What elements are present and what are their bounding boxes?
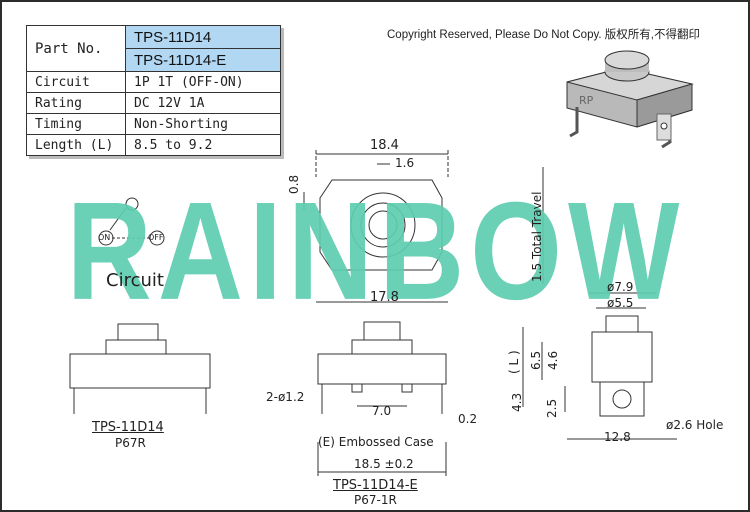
embossed-note: (E) Embossed Case (318, 435, 434, 449)
table-row: Circuit 1P 1T (OFF-ON) (26, 71, 281, 93)
top-height-dim: 0.8 (287, 174, 301, 194)
circuit-label: Circuit (106, 270, 164, 291)
table-row: Length (L) 8.5 to 9.2 (26, 134, 281, 156)
hole-dim: 2-ø1.2 (266, 390, 305, 404)
pitch-dim: 7.0 (372, 404, 392, 418)
body-width-dim: 17.8 (370, 290, 399, 305)
h3-dim: 4.3 (510, 392, 524, 412)
row-value: Non-Shorting (125, 113, 281, 135)
inner-dia-dim: ø5.5 (607, 296, 634, 310)
table-row: Timing Non-Shorting (26, 113, 281, 135)
left-side-view (69, 323, 211, 414)
side-width-dim: 12.8 (604, 430, 631, 444)
row-label: Timing (26, 113, 126, 135)
left-model: TPS-11D14 (92, 420, 164, 435)
row-label: Circuit (26, 71, 126, 93)
product-photo (566, 50, 694, 149)
h1-dim: 6.5 (529, 350, 543, 370)
rainbow-watermark: RAINBOW (66, 173, 686, 330)
copyright-notice: Copyright Reserved, Please Do Not Copy. … (387, 29, 700, 41)
top-offset-dim: 1.6 (395, 156, 415, 170)
left-code: P67R (115, 436, 146, 450)
outer-dia-dim: ø7.9 (607, 280, 634, 294)
row-value: 8.5 to 9.2 (125, 134, 281, 156)
photo-marking: RP (579, 94, 594, 107)
h2-dim: 4.6 (546, 350, 560, 370)
middle-model: TPS-11D14-E (333, 478, 418, 493)
right-side-view (522, 292, 677, 440)
overall-dim: 18.5 ±0.2 (354, 457, 414, 471)
circuit-symbol (98, 197, 165, 246)
part-number-2: TPS-11D14-E (125, 48, 281, 72)
top-width-dim: 18.4 (370, 138, 399, 153)
length-dim: ( L ) (507, 350, 521, 374)
hole-note: ø2.6 Hole (666, 418, 724, 432)
row-label: Length (L) (26, 134, 126, 156)
part-no-label: Part No. (26, 25, 126, 72)
table-row: TPS-11D14-E (27, 48, 281, 72)
total-travel-dim: 1.5 Total Travel (530, 191, 544, 282)
h4-dim: 2.5 (545, 398, 559, 418)
spec-table: Part No. TPS-11D14 TPS-11D14-E Circuit 1… (26, 25, 281, 156)
top-view (303, 150, 544, 284)
circuit-on-label: ON (98, 233, 111, 242)
circuit-off-label: OFF (148, 233, 164, 242)
front-view (316, 301, 448, 476)
middle-code: P67-1R (354, 493, 397, 507)
row-value: 1P 1T (OFF-ON) (125, 71, 281, 93)
thickness-dim: 0.2 (458, 412, 478, 426)
